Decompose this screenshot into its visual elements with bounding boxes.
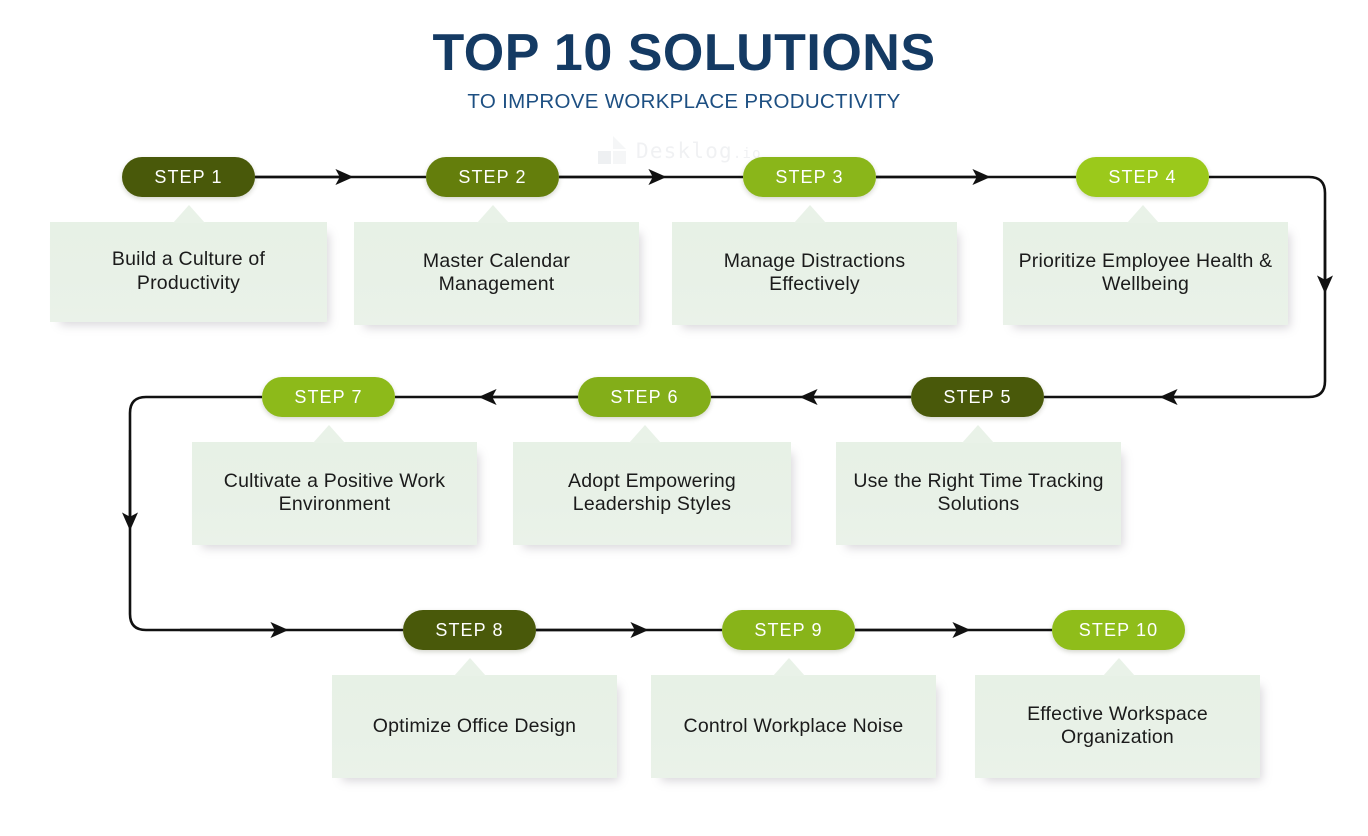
desklog-watermark: Desklog.io [598, 136, 762, 166]
step-card-7: Cultivate a Positive Work Environment [192, 425, 477, 545]
card-pointer-triangle-icon [628, 425, 661, 443]
step-pill-7[interactable]: STEP 7 [262, 377, 395, 417]
step-card-5: Use the Right Time Tracking Solutions [836, 425, 1121, 545]
step-card-10: Effective Workspace Organization [975, 658, 1260, 778]
page-title: TOP 10 SOLUTIONS [432, 24, 936, 82]
card-pointer-triangle-icon [453, 658, 486, 676]
step-card-text-10: Effective Workspace Organization [1027, 702, 1208, 749]
card-pointer-triangle-icon [172, 205, 205, 223]
card-pointer-triangle-icon [476, 205, 509, 223]
step-pill-9[interactable]: STEP 9 [722, 610, 855, 650]
watermark-brand: Desklog [636, 139, 733, 163]
card-pointer-triangle-icon [793, 205, 826, 223]
step-card-text-8: Optimize Office Design [372, 714, 577, 737]
step-pill-8[interactable]: STEP 8 [403, 610, 536, 650]
page-subtitle: TO IMPROVE WORKPLACE PRODUCTIVITY [467, 89, 901, 113]
desklog-logo-icon [598, 136, 628, 166]
step-card-text-1: Build a Culture of Productivity [111, 248, 266, 294]
step-card-text-6: Adopt Empowering Leadership Styles [568, 469, 736, 516]
infographic-header: TOP 10 SOLUTIONS TO IMPROVE WORKPLACE PR… [0, 26, 1368, 114]
step-card-text-5: Use the Right Time Tracking Solutions [853, 469, 1104, 516]
step-card-9: Control Workplace Noise [651, 658, 936, 778]
card-pointer-triangle-icon [1102, 658, 1135, 676]
step-card-8: Optimize Office Design [332, 658, 617, 778]
step-pill-4[interactable]: STEP 4 [1076, 157, 1209, 197]
step-pill-10[interactable]: STEP 10 [1052, 610, 1185, 650]
step-pill-5[interactable]: STEP 5 [911, 377, 1044, 417]
step-card-text-4: Prioritize Employee Health & Wellbeing [1018, 249, 1273, 296]
card-pointer-triangle-icon [961, 425, 994, 443]
step-card-text-2: Master Calendar Management [422, 249, 571, 296]
card-pointer-triangle-icon [1126, 205, 1159, 223]
step-card-text-7: Cultivate a Positive Work Environment [223, 469, 446, 516]
step-card-3: Manage Distractions Effectively [672, 205, 957, 325]
step-pill-3[interactable]: STEP 3 [743, 157, 876, 197]
step-pill-1[interactable]: STEP 1 [122, 157, 255, 197]
step-card-2: Master Calendar Management [354, 205, 639, 325]
step-card-1: Build a Culture of Productivity [50, 205, 327, 322]
step-pill-2[interactable]: STEP 2 [426, 157, 559, 197]
card-pointer-triangle-icon [312, 425, 345, 443]
step-card-text-3: Manage Distractions Effectively [723, 249, 906, 296]
watermark-text: Desklog.io [636, 139, 762, 163]
step-card-6: Adopt Empowering Leadership Styles [513, 425, 791, 545]
card-pointer-triangle-icon [772, 658, 805, 676]
step-pill-6[interactable]: STEP 6 [578, 377, 711, 417]
step-card-4: Prioritize Employee Health & Wellbeing [1003, 205, 1288, 325]
step-card-text-9: Control Workplace Noise [683, 714, 904, 737]
